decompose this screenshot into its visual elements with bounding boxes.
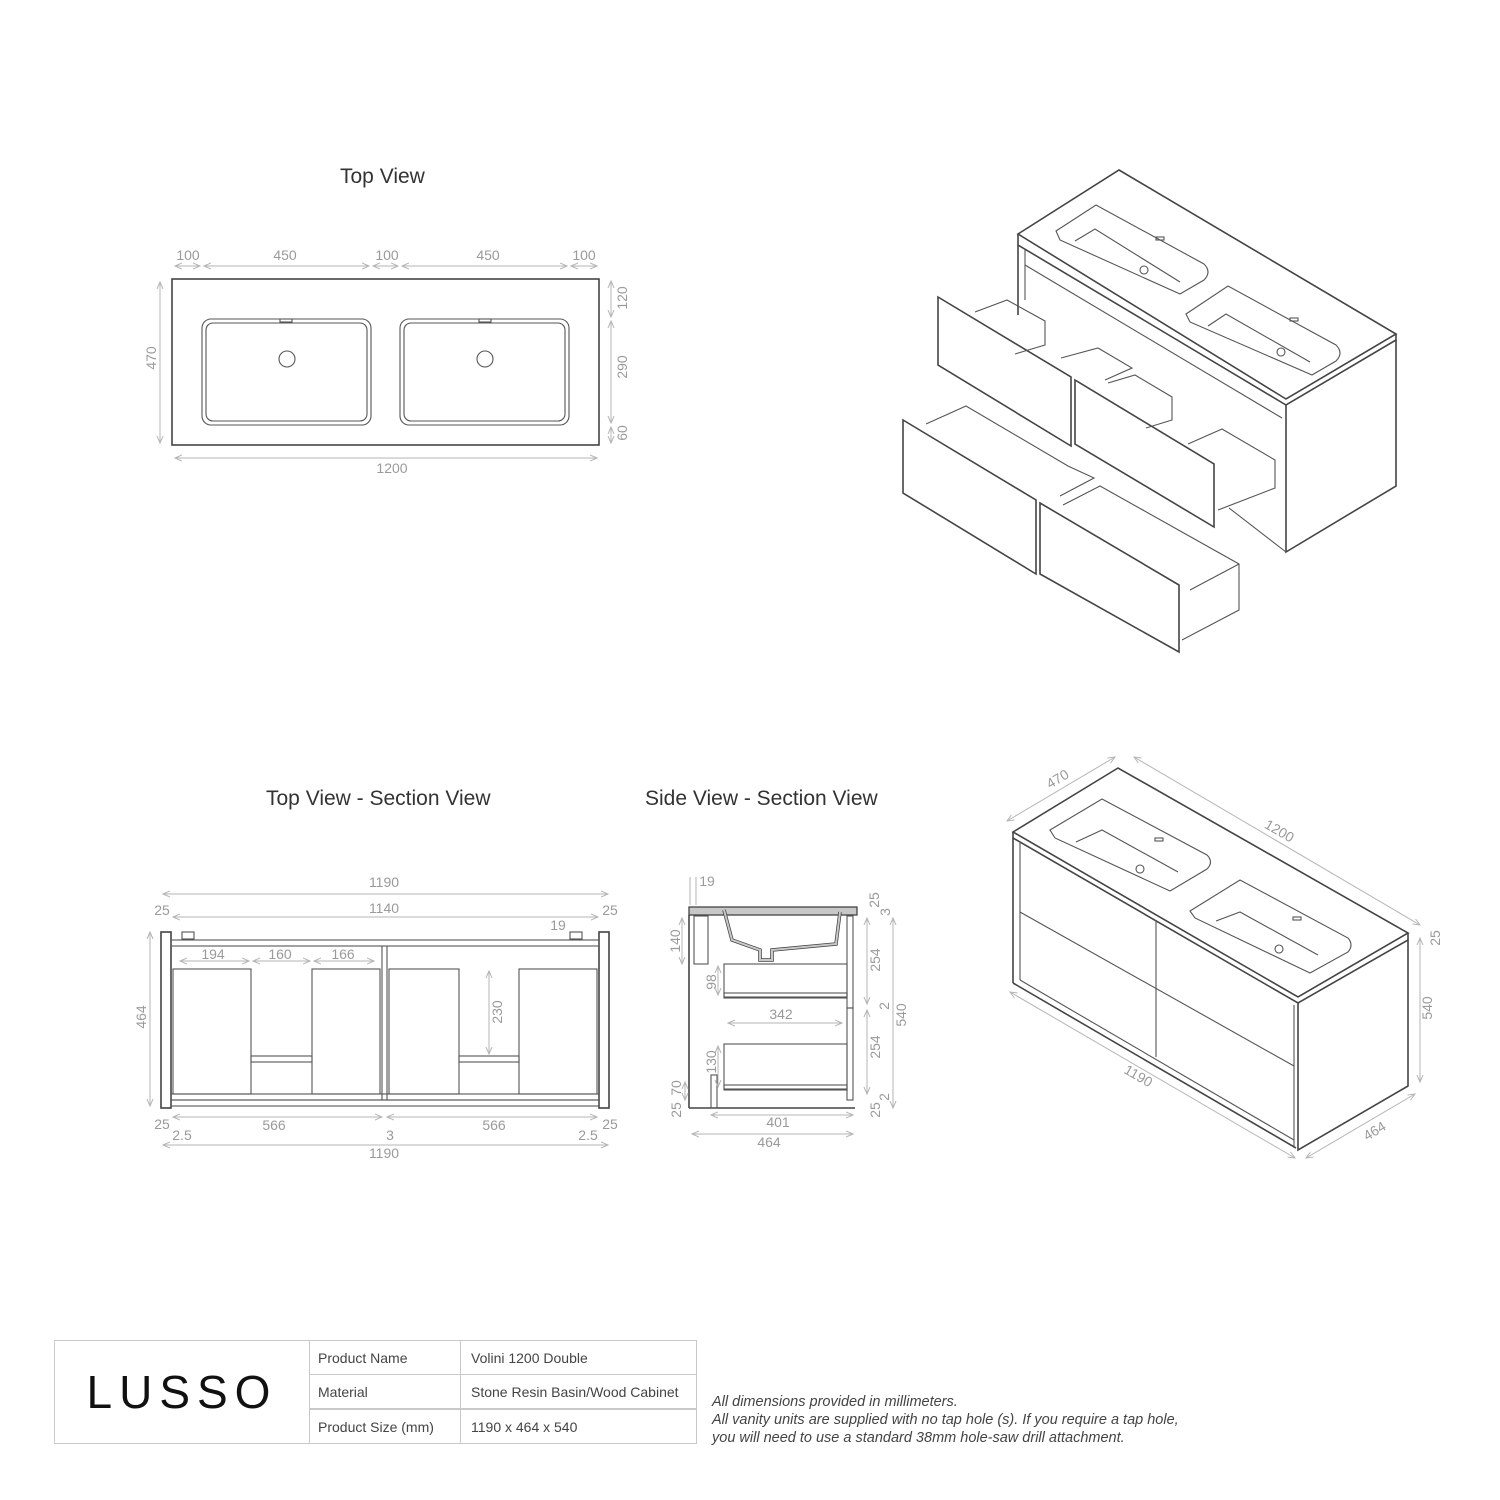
dim-label: 25 <box>1427 930 1443 946</box>
top-view-drawing: 100 450 100 450 100 1200 470 120 290 60 <box>143 247 630 476</box>
dim-label: 70 <box>668 1080 684 1096</box>
top-section-drawing: 1190 1140 25 25 19 194 160 166 230 464 5… <box>133 874 618 1161</box>
dim-label: 120 <box>614 286 630 310</box>
note-line: you will need to use a standard 38mm hol… <box>712 1430 1125 1446</box>
info-row-product-size: Product Size (mm) 1190 x 464 x 540 <box>309 1409 697 1444</box>
brand-logo-cell: LUSSO <box>54 1340 310 1444</box>
side-section-drawing: 19 140 98 342 130 70 25 401 464 25 3 254… <box>667 873 909 1150</box>
dim-label: 2.5 <box>172 1127 192 1143</box>
note-line: All dimensions provided in millimeters. <box>712 1394 958 1410</box>
dim-label: 1200 <box>376 460 407 476</box>
dim-label: 2.5 <box>578 1127 598 1143</box>
info-value: Volini 1200 Double <box>471 1349 588 1366</box>
dim-label: 566 <box>482 1117 506 1133</box>
dim-label: 450 <box>476 247 500 263</box>
dim-label: 3 <box>877 908 893 916</box>
dim-label: 290 <box>614 355 630 379</box>
dim-label: 166 <box>331 946 355 962</box>
dim-label: 3 <box>386 1127 394 1143</box>
dim-label: 464 <box>133 1005 149 1029</box>
dim-label: 25 <box>602 902 618 918</box>
note-line: All vanity units are supplied with no ta… <box>712 1412 1179 1428</box>
dim-label: 100 <box>375 247 399 263</box>
info-label: Material <box>310 1375 461 1408</box>
dim-label: 1200 <box>1262 816 1297 846</box>
info-value: 1190 x 464 x 540 <box>471 1418 578 1435</box>
dim-label: 25 <box>154 902 170 918</box>
brand-logo: LUSSO <box>86 1366 278 1418</box>
dim-label: 2 <box>876 1002 892 1010</box>
dim-label: 25 <box>668 1102 684 1118</box>
dim-label: 1190 <box>369 874 399 890</box>
dim-label: 230 <box>489 1000 505 1024</box>
dim-label: 130 <box>703 1050 719 1074</box>
dim-label: 566 <box>262 1117 286 1133</box>
isometric-exploded-drawing <box>902 169 1398 654</box>
dim-label: 254 <box>867 1035 883 1059</box>
info-row-material: Material Stone Resin Basin/Wood Cabinet <box>309 1374 697 1409</box>
dim-label: 100 <box>176 247 200 263</box>
isometric-dimensioned-drawing: 470 1200 25 540 1190 464 <box>1007 757 1443 1158</box>
dim-label: 98 <box>703 974 719 990</box>
dim-label: 1190 <box>1121 1061 1155 1090</box>
dim-label: 540 <box>1419 996 1435 1020</box>
info-label: Product Size (mm) <box>310 1410 461 1443</box>
dim-label: 25 <box>866 892 882 908</box>
dim-label: 25 <box>867 1102 883 1118</box>
dim-label: 19 <box>699 873 715 889</box>
dim-label: 464 <box>757 1134 781 1150</box>
dim-label: 470 <box>1043 766 1071 792</box>
dim-label: 1190 <box>369 1145 399 1161</box>
dim-label: 100 <box>572 247 596 263</box>
info-row-product-name: Product Name Volini 1200 Double <box>309 1340 697 1375</box>
dim-label: 160 <box>268 946 292 962</box>
dim-label: 194 <box>201 946 225 962</box>
top-view-title: Top View <box>340 165 425 188</box>
dim-label: 464 <box>1360 1118 1388 1144</box>
top-section-view-title: Top View - Section View <box>266 787 491 810</box>
dim-label: 470 <box>143 346 159 370</box>
dim-label: 450 <box>273 247 297 263</box>
dim-label: 60 <box>614 425 630 441</box>
drain-hole-icon <box>278 350 296 368</box>
notes: All dimensions provided in millimeters. … <box>712 1393 1179 1447</box>
dim-label: 25 <box>602 1116 618 1132</box>
dim-label: 140 <box>667 929 683 953</box>
dim-label: 254 <box>867 948 883 972</box>
dim-label: 401 <box>766 1114 790 1130</box>
side-section-view-title: Side View - Section View <box>645 787 878 810</box>
dim-label: 1140 <box>369 900 399 916</box>
info-value: Stone Resin Basin/Wood Cabinet <box>471 1383 679 1400</box>
dim-label: 19 <box>550 917 566 933</box>
dim-label: 540 <box>893 1003 909 1027</box>
drain-hole-icon <box>476 350 494 368</box>
dim-label: 25 <box>154 1116 170 1132</box>
dim-label: 2 <box>876 1093 892 1101</box>
dim-label: 342 <box>769 1006 793 1022</box>
info-label: Product Name <box>310 1341 461 1374</box>
